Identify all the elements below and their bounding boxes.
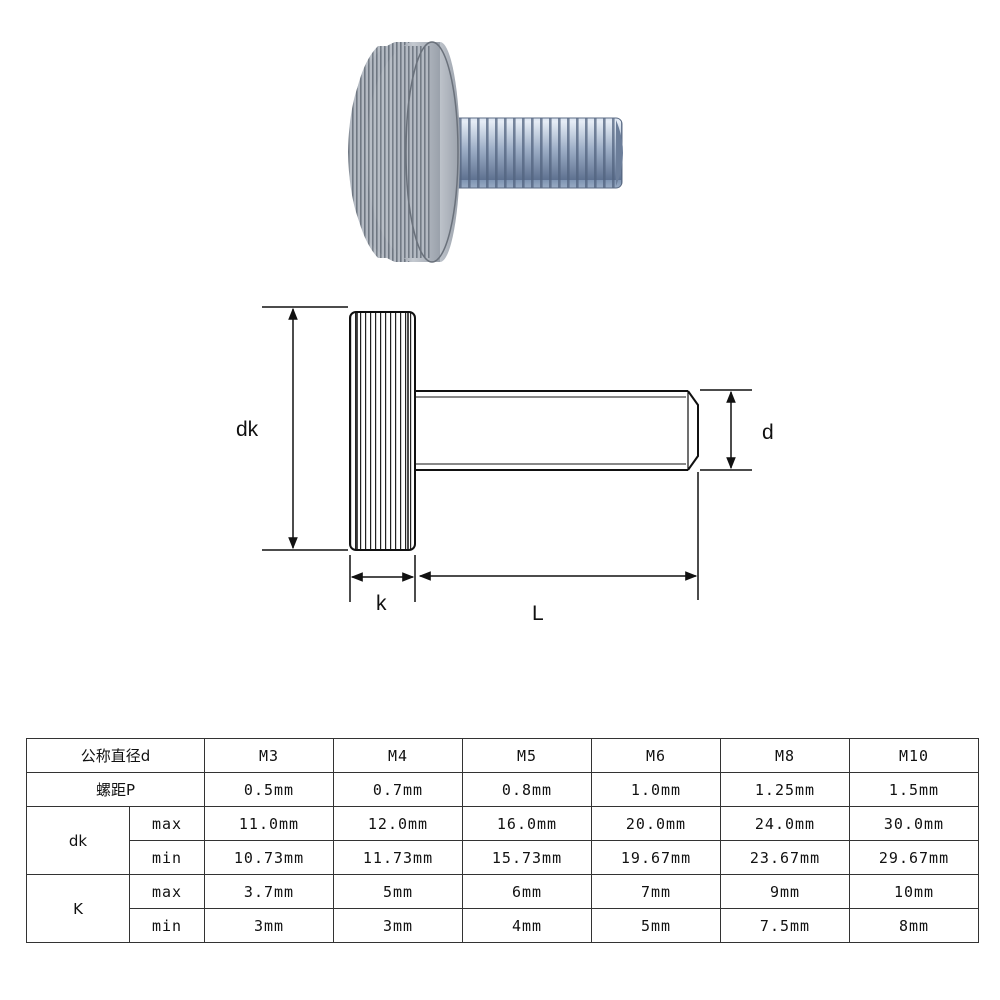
thumb-screw-photo (348, 41, 623, 263)
dk-min-cell: 23.67mm (720, 840, 850, 875)
table-row-k-min: min 3mm 3mm 4mm 5mm 7.5mm 8mm (27, 908, 979, 943)
max-label: max (129, 874, 205, 909)
dk-min-cell: 10.73mm (204, 840, 334, 875)
dk-min-cell: 15.73mm (462, 840, 592, 875)
dk-min-cell: 19.67mm (591, 840, 721, 875)
dk-min-cell: 11.73mm (333, 840, 463, 875)
max-label: max (129, 806, 205, 841)
k-min-cell: 3mm (204, 908, 334, 943)
pitch-cell: 0.7mm (333, 772, 463, 807)
L-label: L (532, 602, 544, 625)
dk-dimension (262, 306, 348, 551)
dk-row-label: dk (26, 806, 130, 875)
pitch-cell: 1.5mm (849, 772, 979, 807)
k-max-cell: 10mm (849, 874, 979, 909)
d-dimension (700, 389, 752, 471)
screw-shaft-outline (415, 390, 699, 471)
min-label: min (129, 840, 205, 875)
dk-max-cell: 24.0mm (720, 806, 850, 841)
table-row-dk-max: dk max 11.0mm 12.0mm 16.0mm 20.0mm 24.0m… (26, 806, 979, 875)
L-dimension (418, 472, 699, 600)
table-row-size: 公称直径d M3 M4 M5 M6 M8 M10 (26, 738, 979, 773)
table-row-k-max: K max 3.7mm 5mm 6mm 7mm 9mm 10mm (26, 874, 979, 943)
dk-max-cell: 30.0mm (849, 806, 979, 841)
k-max-cell: 7mm (591, 874, 721, 909)
min-label: min (129, 908, 205, 943)
size-cell: M5 (462, 738, 592, 773)
k-max-cell: 3.7mm (204, 874, 334, 909)
dk-max-cell: 12.0mm (333, 806, 463, 841)
k-max-cell: 6mm (462, 874, 592, 909)
header-label: 公称直径d (26, 738, 205, 773)
size-cell: M8 (720, 738, 850, 773)
k-max-cell: 5mm (333, 874, 463, 909)
k-min-cell: 3mm (333, 908, 463, 943)
k-row-label: K (26, 874, 130, 943)
d-label: d (762, 421, 774, 444)
k-label: k (376, 592, 387, 615)
table-row-pitch: 螺距P 0.5mm 0.7mm 0.8mm 1.0mm 1.25mm 1.5mm (26, 772, 979, 807)
size-cell: M3 (204, 738, 334, 773)
dk-max-cell: 20.0mm (591, 806, 721, 841)
k-max-cell: 9mm (720, 874, 850, 909)
screw-head-outline (349, 311, 416, 551)
dimension-drawing: dk d k L (236, 306, 774, 625)
table-row-dk-min: min 10.73mm 11.73mm 15.73mm 19.67mm 23.6… (27, 840, 979, 875)
pitch-cell: 0.8mm (462, 772, 592, 807)
k-min-cell: 7.5mm (720, 908, 850, 943)
dk-max-cell: 11.0mm (204, 806, 334, 841)
dk-max-cell: 16.0mm (462, 806, 592, 841)
k-min-cell: 8mm (849, 908, 979, 943)
spec-table: 公称直径d M3 M4 M5 M6 M8 M10 螺距P 0.5mm 0.7mm… (26, 738, 979, 943)
size-cell: M6 (591, 738, 721, 773)
pitch-cell: 1.25mm (720, 772, 850, 807)
size-cell: M10 (849, 738, 979, 773)
k-min-cell: 4mm (462, 908, 592, 943)
dk-label: dk (236, 418, 259, 441)
pitch-cell: 0.5mm (204, 772, 334, 807)
pitch-label: 螺距P (26, 772, 205, 807)
k-dimension (349, 555, 416, 602)
dk-min-cell: 29.67mm (849, 840, 979, 875)
pitch-cell: 1.0mm (591, 772, 721, 807)
size-cell: M4 (333, 738, 463, 773)
k-min-cell: 5mm (591, 908, 721, 943)
